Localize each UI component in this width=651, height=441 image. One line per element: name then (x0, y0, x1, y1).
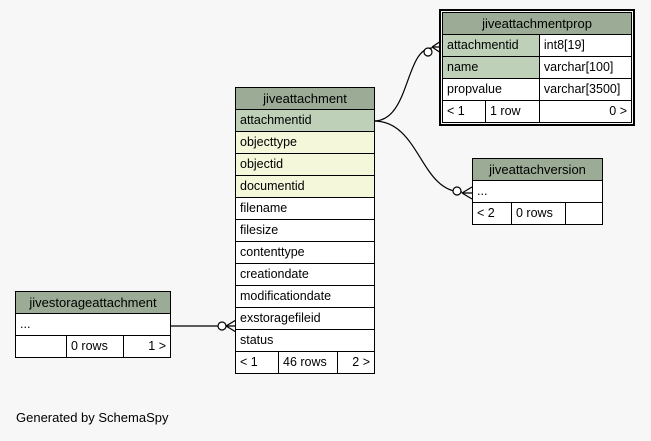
table-jiveattachmentprop[interactable]: jiveattachmentprop attachmentid int8[19]… (439, 9, 635, 126)
children-count[interactable]: 0 > (538, 100, 633, 123)
edge-attachment-to-attachmentprop (373, 47, 433, 122)
row-count: 46 rows (278, 351, 338, 374)
column-creationdate[interactable]: creationdate (235, 263, 375, 286)
children-count (565, 202, 603, 225)
column-objectid[interactable]: objectid (235, 153, 375, 176)
column-modificationdate[interactable]: modificationdate (235, 285, 375, 308)
column-type: varchar[3500] (538, 78, 633, 101)
generated-by-text: Generated by SchemaSpy (16, 410, 169, 425)
parents-count (15, 335, 67, 358)
column-name[interactable]: attachmentid (442, 34, 540, 57)
column-name[interactable]: name (442, 56, 540, 79)
row-count: 1 row (485, 100, 540, 123)
column-objecttype[interactable]: objecttype (235, 131, 375, 154)
table-jiveattachment[interactable]: jiveattachment attachmentid objecttype o… (235, 87, 375, 374)
edge-attachmentprop-crowfoot (431, 40, 442, 54)
column-ellipsis[interactable]: ... (472, 180, 603, 203)
edge-attachment-to-attachversion (373, 120, 463, 193)
table-jiveattachversion[interactable]: jiveattachversion ... < 2 0 rows (472, 158, 603, 225)
row-count: 0 rows (511, 202, 566, 225)
column-filesize[interactable]: filesize (235, 219, 375, 242)
edge-storage-circle (217, 321, 227, 331)
parents-count[interactable]: < 1 (442, 100, 486, 123)
column-contenttype[interactable]: contenttype (235, 241, 375, 264)
column-type: varchar[100] (538, 56, 633, 79)
column-filename[interactable]: filename (235, 197, 375, 220)
edge-attachversion-circle (452, 186, 462, 196)
column-status[interactable]: status (235, 329, 375, 352)
column-type: int8[19] (538, 34, 633, 57)
table-jivestorageattachment[interactable]: jivestorageattachment ... 0 rows 1 > (15, 291, 171, 358)
edge-storage-crowfoot (225, 319, 237, 333)
table-title: jiveattachversion (472, 158, 603, 181)
column-documentid[interactable]: documentid (235, 175, 375, 198)
parents-count[interactable]: < 2 (472, 202, 512, 225)
column-name[interactable]: propvalue (442, 78, 540, 101)
column-ellipsis[interactable]: ... (15, 313, 171, 336)
table-title: jivestorageattachment (15, 291, 171, 314)
parents-count[interactable]: < 1 (235, 351, 279, 374)
children-count[interactable]: 2 > (337, 351, 375, 374)
column-exstoragefileid[interactable]: exstoragefileid (235, 307, 375, 330)
table-title: jiveattachmentprop (442, 12, 632, 35)
edge-attachversion-crowfoot (461, 186, 473, 200)
row-count: 0 rows (66, 335, 124, 358)
children-count[interactable]: 1 > (123, 335, 171, 358)
edge-attachmentprop-circle (423, 47, 433, 57)
table-title: jiveattachment (235, 87, 375, 110)
column-attachmentid[interactable]: attachmentid (235, 109, 375, 132)
